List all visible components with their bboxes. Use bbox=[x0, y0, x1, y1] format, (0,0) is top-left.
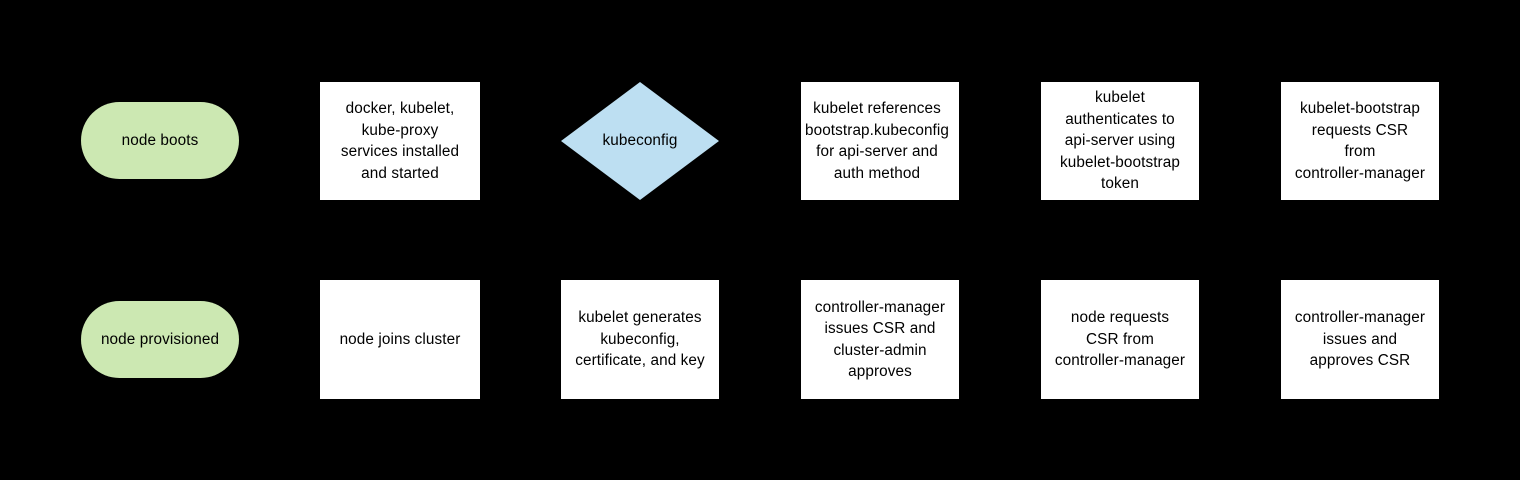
kubelet-references-label: kubelet references bootstrap.kubeconfig … bbox=[804, 100, 950, 182]
node-provisioned-label: node provisioned bbox=[100, 330, 220, 348]
kubelet-authenticates-label: kubelet authenticates to api-server usin… bbox=[1060, 89, 1180, 193]
node-joins-cluster-box[interactable]: node joins cluster bbox=[320, 280, 480, 399]
node-requests-csr-label: node requests CSR from controller-manage… bbox=[1054, 309, 1186, 370]
node-boots-terminator[interactable]: node boots bbox=[81, 102, 239, 179]
node-provisioned-terminator[interactable]: node provisioned bbox=[81, 301, 239, 378]
kubelet-generates-label: kubelet generates kubeconfig, certificat… bbox=[575, 309, 705, 370]
cm-issues-csr-label: controller-manager issues CSR and cluste… bbox=[814, 298, 946, 381]
bootstrap-requests-csr-label: kubelet-bootstrap requests CSR from cont… bbox=[1294, 100, 1426, 182]
kubelet-references-box[interactable]: kubelet references bootstrap.kubeconfig … bbox=[801, 82, 959, 200]
node-boots-label: node boots bbox=[121, 131, 199, 149]
node-joins-cluster-label: node joins cluster bbox=[339, 330, 461, 348]
cm-issues-approves-box[interactable]: controller-manager issues and approves C… bbox=[1281, 280, 1439, 399]
node-requests-csr-box[interactable]: node requests CSR from controller-manage… bbox=[1041, 280, 1199, 399]
bootstrap-requests-csr-box[interactable]: kubelet-bootstrap requests CSR from cont… bbox=[1281, 82, 1439, 200]
kubeconfig-decision-label: kubeconfig bbox=[602, 132, 678, 150]
cm-issues-approves-label: controller-manager issues and approves C… bbox=[1294, 309, 1426, 370]
kubelet-generates-box[interactable]: kubelet generates kubeconfig, certificat… bbox=[561, 280, 719, 399]
kubelet-authenticates-box[interactable]: kubelet authenticates to api-server usin… bbox=[1041, 82, 1199, 200]
cm-issues-csr-box[interactable]: controller-manager issues CSR and cluste… bbox=[801, 280, 959, 399]
services-installed-box[interactable]: docker, kubelet, kube-proxy services ins… bbox=[320, 82, 480, 200]
kubeconfig-decision-diamond[interactable]: kubeconfig bbox=[561, 82, 719, 200]
services-installed-label: docker, kubelet, kube-proxy services ins… bbox=[340, 100, 460, 182]
